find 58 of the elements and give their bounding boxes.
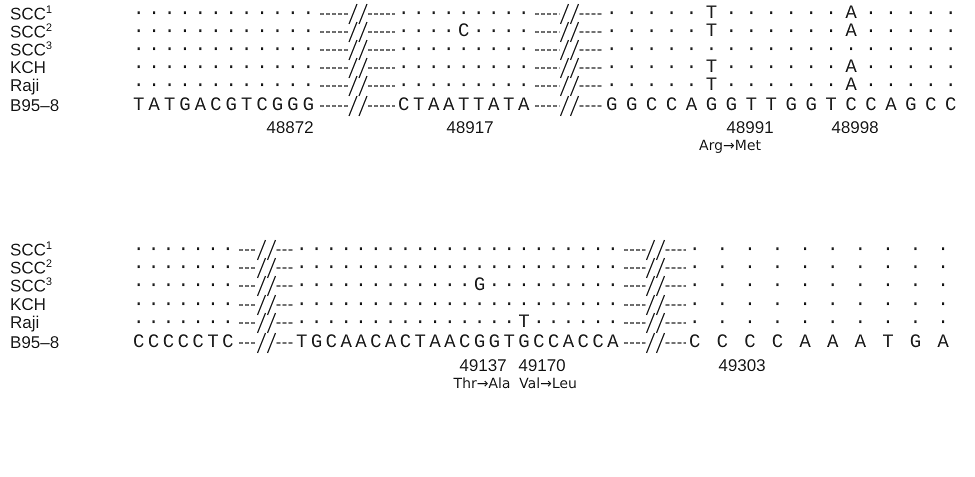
sequence-text: ······· xyxy=(133,258,234,277)
position-number: 49303 xyxy=(718,357,766,374)
sequence-text: ············G········· xyxy=(296,276,619,295)
sequence-text: CCCCAAATGA xyxy=(689,333,949,352)
sequence-text: ·········· xyxy=(689,313,949,332)
position-number: 49170 xyxy=(518,357,566,374)
sequence-text: ········· xyxy=(398,76,530,95)
sample-name: B95–8 xyxy=(10,334,60,351)
sequence-text: ·················· xyxy=(606,40,956,59)
position-number: 49137 xyxy=(459,357,507,374)
sequence-text: ······················ xyxy=(296,258,619,277)
sequence-text: ······· xyxy=(133,276,234,295)
sample-name: KCH xyxy=(10,59,46,76)
sequence-text: GGCCAGGTTGGTCCAGCC xyxy=(606,96,956,115)
sample-name: Raji xyxy=(10,77,40,94)
amino-acid-change: Val→Leu xyxy=(519,377,577,391)
sample-name: Raji xyxy=(10,314,40,331)
sequence-text: ·····T······A····· xyxy=(606,76,956,95)
amino-acid-change: Arg→Met xyxy=(699,139,761,153)
sample-name: KCH xyxy=(10,296,46,313)
sequence-text: ···············T······ xyxy=(296,313,619,332)
position-number: 48917 xyxy=(446,119,494,136)
sequence-text: ·········· xyxy=(689,258,949,277)
sequence-text: ············ xyxy=(133,76,314,95)
sequence-text: ········· xyxy=(398,4,530,23)
position-number: 48991 xyxy=(726,119,774,136)
sequence-text: ······· xyxy=(133,313,234,332)
sample-name: SCC$^{1}$ xyxy=(10,241,52,259)
sequence-text: ·········· xyxy=(689,240,949,259)
sequence-text: CTAATTATA xyxy=(398,96,530,115)
sequence-text: ·········· xyxy=(689,276,949,295)
sequence-text: ····C···· xyxy=(398,22,530,41)
sample-name: SCC$^{2}$ xyxy=(10,23,52,41)
sample-name: SCC$^{3}$ xyxy=(10,277,52,295)
amino-acid-change: Thr→Ala xyxy=(454,377,510,391)
sample-name: B95–8 xyxy=(10,97,60,114)
sequence-text: ······· xyxy=(133,240,234,259)
sequence-text: ·····T······A····· xyxy=(606,58,956,77)
sequence-text: ······················ xyxy=(296,240,619,259)
sequence-text: CCCCCTC xyxy=(133,333,234,352)
sequence-text: ············ xyxy=(133,22,314,41)
sequence-text: ········· xyxy=(398,40,530,59)
sample-name: SCC$^{3}$ xyxy=(10,41,52,59)
sequence-text: ·····T······A····· xyxy=(606,22,956,41)
position-number: 48998 xyxy=(831,119,879,136)
position-number: 48872 xyxy=(266,119,314,136)
sequence-text: TATGACGTCGGG xyxy=(133,96,314,115)
sequence-text: ·········· xyxy=(689,295,949,314)
sequence-text: ············ xyxy=(133,40,314,59)
sequence-text: ············ xyxy=(133,4,314,23)
sample-name: SCC$^{2}$ xyxy=(10,259,52,277)
sequence-text: ············ xyxy=(133,58,314,77)
sample-name: SCC$^{1}$ xyxy=(10,5,52,23)
sequence-text: TGCAACACTAACGGTGCCACCA xyxy=(296,333,619,352)
sequence-text: ·····T······A····· xyxy=(606,4,956,23)
sequence-text: ······· xyxy=(133,295,234,314)
sequence-text: ······················ xyxy=(296,295,619,314)
sequence-text: ········· xyxy=(398,58,530,77)
